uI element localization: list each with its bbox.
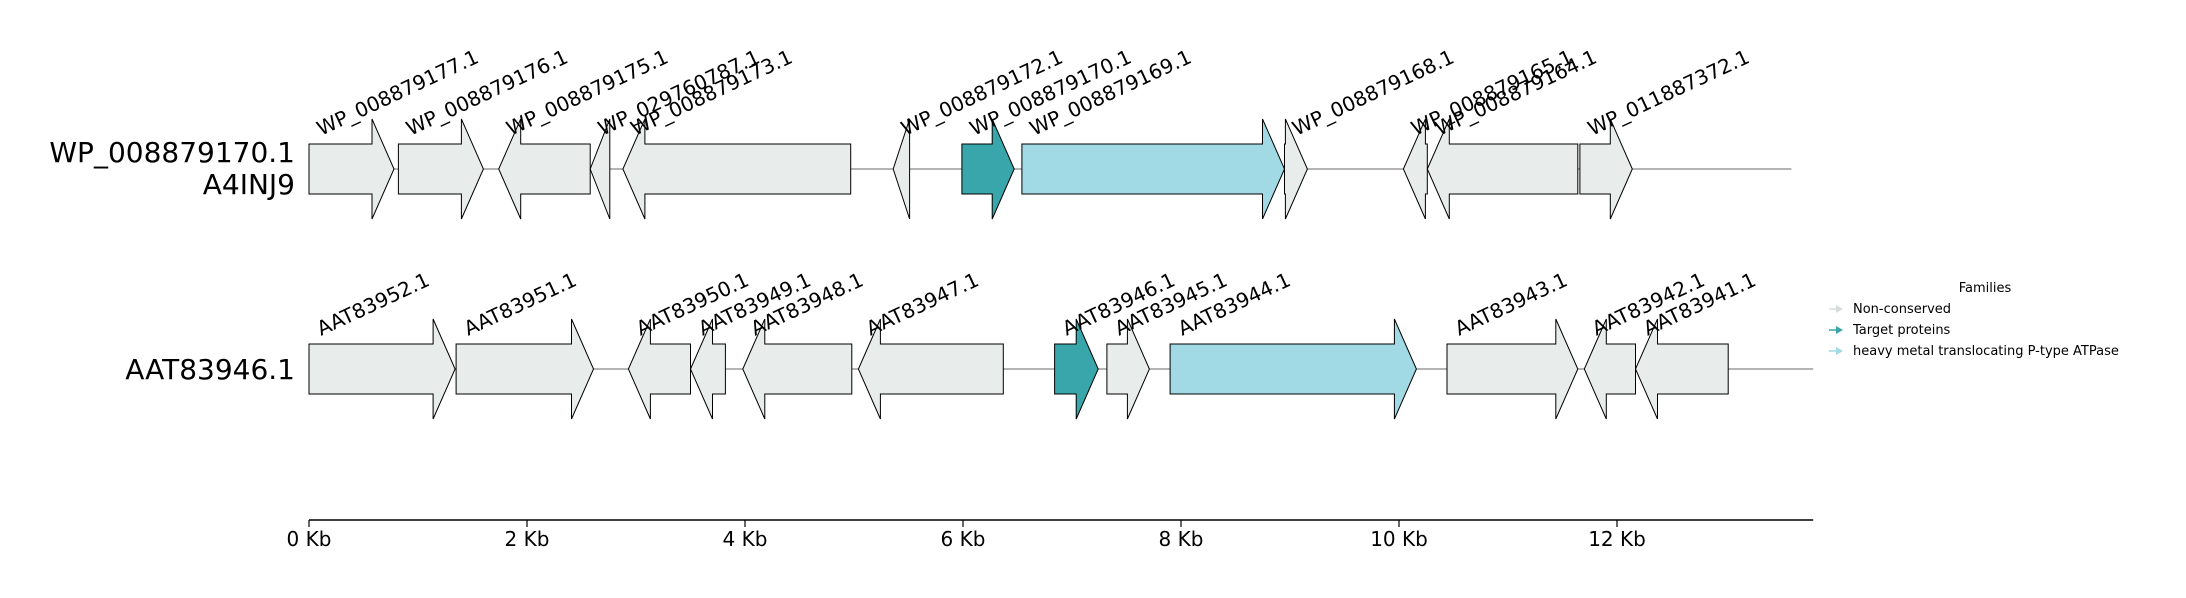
gene-arrow-aat83944-1 xyxy=(1169,318,1417,420)
axis-tick-label: 8 Kb xyxy=(1159,527,1204,551)
legend-entry-non-conserved: Non-conserved xyxy=(1829,302,1951,317)
axis-tick-label: 4 Kb xyxy=(723,527,768,551)
gene-label: AAT83943.1 xyxy=(1451,268,1571,341)
axis-tick-label: 10 Kb xyxy=(1370,527,1428,551)
gene-arrow-aat83942-1 xyxy=(1583,318,1636,420)
gene-label: WP_008879176.1 xyxy=(402,45,571,141)
gene-arrow-aat83941-1 xyxy=(1634,318,1729,420)
gene-label: AAT83947.1 xyxy=(862,268,982,341)
gene-label: AAT83952.1 xyxy=(313,268,433,341)
heavy-metal-atpase-arrow-icon xyxy=(1829,347,1843,355)
gene-arrow-wp-008879176-1 xyxy=(397,118,484,220)
gene-arrow-wp-008879164-1 xyxy=(1426,118,1579,220)
gene-arrow-aat83952-1 xyxy=(308,318,456,420)
legend-label-heavy-metal-atpase: heavy metal translocating P-type ATPase xyxy=(1853,344,2119,359)
gene-arrow-wp-029760787-1 xyxy=(589,118,611,220)
track-label: AAT83946.1 xyxy=(125,353,295,386)
gene-arrow-wp-008879165-1 xyxy=(1402,118,1428,220)
gene-arrow-wp-008879177-1 xyxy=(308,118,395,220)
gene-arrow-wp-008879170-1 xyxy=(961,118,1015,220)
axis-tick-label: 12 Kb xyxy=(1588,527,1646,551)
gene-arrow-wp-008879169-1 xyxy=(1021,118,1286,220)
gene-arrow-aat83949-1 xyxy=(689,318,726,420)
tracks-layer: WP_008879170.1A4INJ9WP_008879177.1WP_008… xyxy=(49,45,1814,420)
gene-arrow-aat83947-1 xyxy=(857,318,1004,420)
target-proteins-arrow-icon xyxy=(1829,326,1843,334)
gene-arrow-aat83950-1 xyxy=(627,318,691,420)
gene-arrow-aat83946-1 xyxy=(1054,318,1099,420)
legend-title: Families xyxy=(1959,281,2012,296)
legend-label-non-conserved: Non-conserved xyxy=(1853,302,1951,317)
non-conserved-arrow-icon xyxy=(1829,305,1843,313)
gene-label: WP_011887372.1 xyxy=(1584,45,1753,141)
legend-entry-heavy-metal-atpase: heavy metal translocating P-type ATPase xyxy=(1829,344,2119,359)
gene-arrow-wp-008879173-1 xyxy=(622,118,852,220)
kb-axis: 0 Kb 2 Kb 4 Kb 6 Kb 8 Kb 10 Kb 12 Kb xyxy=(287,519,1814,551)
gene-arrow-wp-011887372-1 xyxy=(1579,118,1633,220)
gene-arrow-wp-008879175-1 xyxy=(498,118,591,220)
gene-arrow-wp-008879172-1 xyxy=(892,118,911,220)
gene-arrow-wp-008879168-1 xyxy=(1284,118,1308,220)
track-wp-008879170-1: WP_008879170.1A4INJ9WP_008879177.1WP_008… xyxy=(49,45,1792,220)
gene-label: AAT83951.1 xyxy=(460,268,580,341)
gene-arrow-aat83948-1 xyxy=(742,318,853,420)
axis-ticks: 0 Kb 2 Kb 4 Kb 6 Kb 8 Kb 10 Kb 12 Kb xyxy=(287,520,1646,551)
legend-label-target-proteins: Target proteins xyxy=(1852,323,1951,338)
gene-arrow-aat83943-1 xyxy=(1446,318,1579,420)
axis-tick-label: 0 Kb xyxy=(287,527,332,551)
gene-arrow-aat83945-1 xyxy=(1106,318,1150,420)
gene-label: WP_008879164.1 xyxy=(1431,45,1600,141)
families-legend: Families Non-conserved Target proteins h… xyxy=(1829,281,2119,359)
track-label: WP_008879170.1 xyxy=(49,136,295,169)
axis-tick-label: 6 Kb xyxy=(941,527,986,551)
gene-arrow-aat83951-1 xyxy=(455,318,595,420)
legend-entry-target-proteins: Target proteins xyxy=(1829,323,1951,338)
axis-tick-label: 2 Kb xyxy=(505,527,550,551)
track-organism-label: A4INJ9 xyxy=(203,168,295,201)
